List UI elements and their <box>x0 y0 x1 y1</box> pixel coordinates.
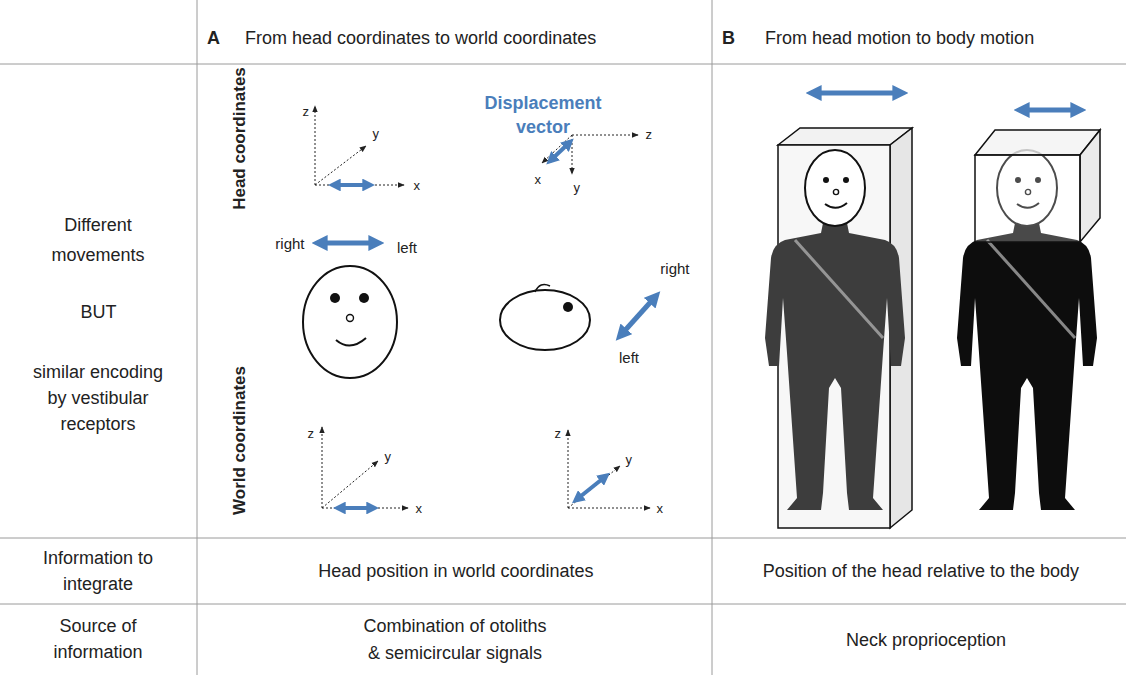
label-slot: From head coordinates to world coordinat… <box>245 27 598 50</box>
label-slot: Source of information <box>33 613 164 665</box>
table-text: B <box>722 27 736 50</box>
label-slot: B <box>722 27 736 50</box>
axis-label: right <box>659 259 690 278</box>
label-slot: x <box>656 501 664 517</box>
table-text: From head motion to body motion <box>765 27 1036 50</box>
label-slot: Different movements <box>23 210 174 270</box>
label-slot: z <box>554 426 562 442</box>
label-slot: Position of the head relative to the bod… <box>762 560 1080 583</box>
axes-head-left <box>315 106 404 185</box>
label-slot: right <box>659 259 690 278</box>
label-slot: z <box>302 104 310 120</box>
table-text: Neck proprioception <box>845 629 1007 652</box>
label-slot: Neck proprioception <box>845 629 1007 652</box>
axis-label: right <box>274 234 305 253</box>
axis-label: z <box>554 426 562 442</box>
label-slot: From head motion to body motion <box>765 27 1036 50</box>
table-text: Combination of otoliths & semicircular s… <box>358 613 553 667</box>
axis-label: x <box>415 501 423 517</box>
label-slot: Head coordinates <box>228 66 249 210</box>
axis-label: y <box>625 452 633 468</box>
axis-label: left <box>618 348 640 367</box>
axis-label: y <box>384 449 392 465</box>
table-text: Displacement vector <box>478 91 608 139</box>
label-slot: y <box>384 449 392 465</box>
label-slot: x <box>415 501 423 517</box>
table-text: From head coordinates to world coordinat… <box>245 27 598 50</box>
axes-world-left <box>322 427 408 508</box>
axis-title: Head coordinates <box>228 66 249 210</box>
axis-label: z <box>307 426 315 442</box>
axis-label: left <box>396 238 418 257</box>
axis-label: z <box>302 104 310 120</box>
axes-world-right <box>568 430 650 508</box>
label-slot: right <box>274 234 305 253</box>
label-slot: Displacement vector <box>478 91 609 139</box>
label-slot: y <box>372 126 380 142</box>
label-slot: z <box>307 426 315 442</box>
label-slot: z <box>645 127 653 143</box>
label-slot: x <box>413 178 421 194</box>
axis-label: z <box>645 127 653 143</box>
label-slot: World coordinates <box>228 365 249 515</box>
label-slot: y <box>625 452 633 468</box>
table-text: Information to integrate <box>18 545 178 597</box>
label-slot: Combination of otoliths & semicircular s… <box>358 613 554 667</box>
table-text: Source of information <box>33 613 163 665</box>
axis-label: y <box>573 180 581 196</box>
axis-label: x <box>656 501 664 517</box>
table-text: BUT <box>80 301 117 324</box>
label-slot: y <box>573 180 581 196</box>
displacement-arrow <box>576 476 606 500</box>
table-text: Different movements <box>23 210 173 270</box>
face-front <box>303 243 397 378</box>
displacement-arrow <box>338 506 374 510</box>
axis-label: x <box>413 178 421 194</box>
axes-head-right <box>542 135 638 174</box>
label-slot: A <box>207 27 221 50</box>
label-slot: left <box>396 238 418 257</box>
table-text: Head position in world coordinates <box>317 560 594 583</box>
face-lying <box>500 284 656 350</box>
axis-label: y <box>372 126 380 142</box>
axis-label: x <box>534 172 542 188</box>
label-slot: Head position in world coordinates <box>317 560 594 583</box>
body-head-box <box>957 110 1100 510</box>
label-slot: x <box>534 172 542 188</box>
label-slot: BUT <box>80 301 117 324</box>
label-slot: similar encoding by vestibular receptors <box>28 359 169 437</box>
table-text: similar encoding by vestibular receptors <box>28 359 168 437</box>
table-text: Position of the head relative to the bod… <box>762 560 1080 583</box>
displacement-arrow <box>550 142 570 161</box>
label-slot: left <box>618 348 640 367</box>
label-slot: Information to integrate <box>18 545 179 597</box>
displacement-arrow <box>333 183 370 187</box>
table-text: A <box>207 27 221 50</box>
body-in-box <box>765 93 912 528</box>
axis-title: World coordinates <box>228 365 249 515</box>
